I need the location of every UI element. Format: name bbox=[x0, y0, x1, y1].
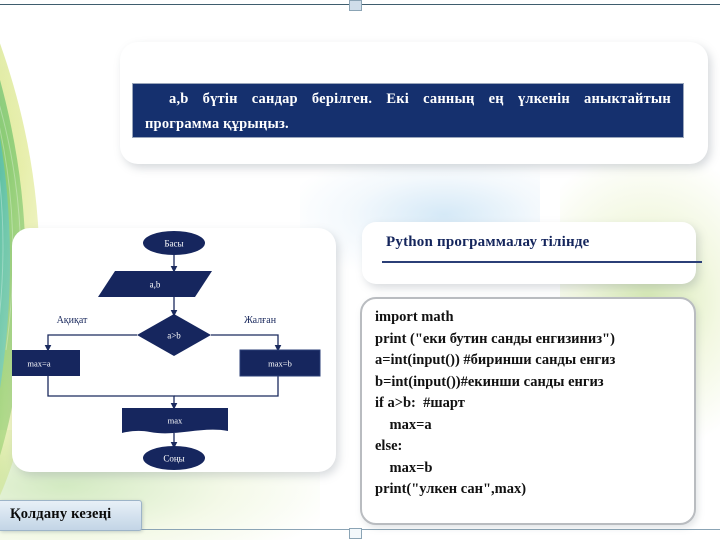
flow-node-true-assign-label: max=a bbox=[27, 359, 50, 369]
flow-node-input-label: a,b bbox=[150, 280, 161, 290]
flowchart-diagram: Басы a,b a>b Ақиқат Жалған max=a max=b m… bbox=[12, 231, 321, 470]
flow-node-input: a,b bbox=[98, 271, 212, 297]
flow-node-decision-label: a>b bbox=[167, 331, 181, 341]
stage-caption-label: Қолдану кезеңі bbox=[10, 506, 112, 522]
flow-node-decision: a>b bbox=[137, 314, 211, 356]
code-line: import math bbox=[375, 309, 454, 325]
code-panel bbox=[360, 297, 696, 525]
flow-branch-label-false: Жалған bbox=[244, 315, 277, 326]
square-tab-icon-top bbox=[349, 0, 362, 11]
python-heading-underline bbox=[382, 261, 702, 263]
task-statement-banner: a,b бүтін сандар берілген. Екі санның ең… bbox=[132, 83, 684, 138]
code-listing: import math print ("еки бутин санды енгиз… bbox=[375, 307, 687, 501]
flow-branch-label-true: Ақиқат bbox=[57, 315, 88, 326]
code-line: max=b bbox=[375, 459, 433, 476]
python-heading-card bbox=[362, 222, 696, 284]
task-statement-line2: программа құрыңыз. bbox=[145, 116, 289, 132]
code-line: if a>b: #шарт bbox=[375, 395, 465, 411]
flow-node-false-assign: max=b bbox=[239, 349, 321, 377]
flow-node-end: Соңы bbox=[143, 446, 205, 470]
flow-node-true-assign: max=a bbox=[12, 350, 80, 376]
flow-node-start-label: Басы bbox=[164, 239, 183, 249]
code-line: b=int(input())#екинши санды енгиз bbox=[375, 373, 604, 390]
square-tab-icon-bottom bbox=[349, 528, 362, 539]
stage-caption-tab bbox=[0, 500, 142, 531]
code-line: max=a bbox=[375, 416, 432, 433]
flow-node-start: Басы bbox=[143, 231, 205, 255]
code-line: print ("еки бутин санды енгизиниз") bbox=[375, 330, 615, 347]
flow-node-end-label: Соңы bbox=[163, 454, 184, 464]
code-line: a=int(input()) #биринши санды енгиз bbox=[375, 352, 616, 368]
python-heading-label: Python программалау тілінде bbox=[386, 234, 590, 250]
flow-node-output: max bbox=[122, 408, 228, 434]
flow-node-output-label: max bbox=[168, 416, 183, 426]
code-line: else: bbox=[375, 438, 403, 454]
task-statement-line1: a,b бүтін сандар берілген. Екі санның ең… bbox=[169, 91, 671, 107]
flow-node-false-assign-label: max=b bbox=[268, 359, 292, 369]
code-line: print("улкен сан",max) bbox=[375, 481, 527, 497]
